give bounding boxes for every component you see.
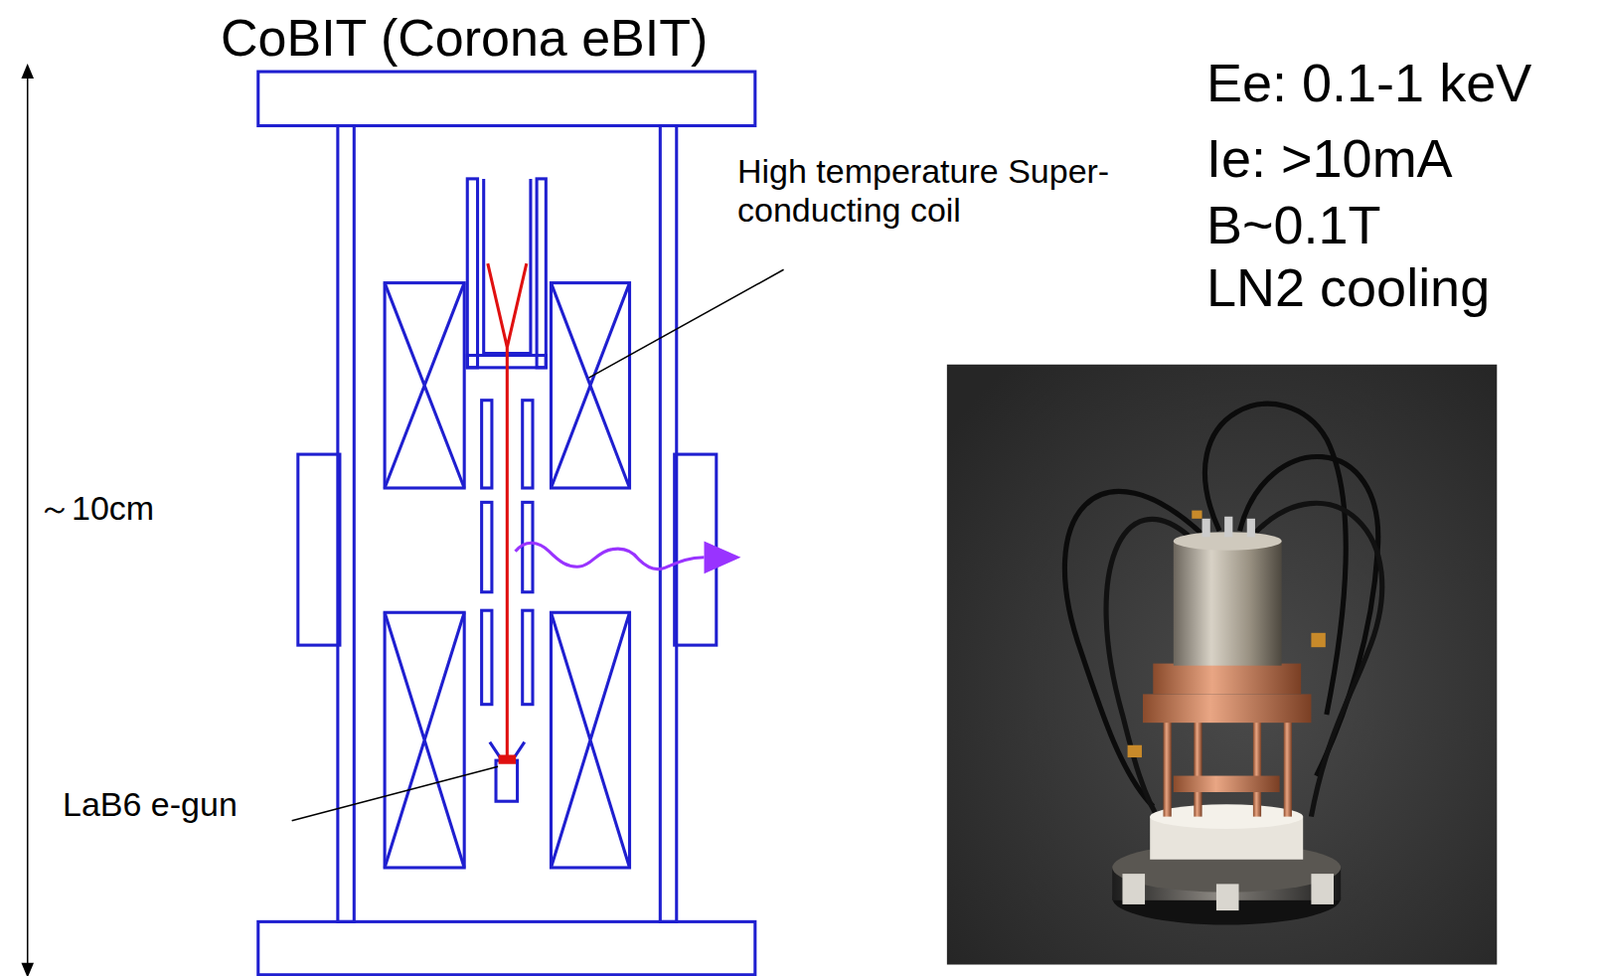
dimension-arrow <box>22 65 33 976</box>
housing <box>258 71 756 975</box>
part-label: High temperature Super-conducting coil <box>737 152 1175 230</box>
leader-lines <box>292 269 785 820</box>
diagram-title: CoBIT (Corona eBIT) <box>220 8 708 69</box>
spec-text: B~0.1T <box>1206 193 1382 256</box>
dimension-label: ～10cm <box>37 488 155 528</box>
spec-text: Ie: >10mA <box>1206 127 1453 189</box>
spec-text: LN2 cooling <box>1206 256 1490 319</box>
electron-beam <box>487 263 527 763</box>
photon-emission <box>515 540 742 574</box>
spec-text: Ee: 0.1-1 keV <box>1206 51 1532 114</box>
device-photo <box>947 364 1497 965</box>
part-label: LaB6 e-gun <box>62 785 238 824</box>
electrodes <box>467 178 546 801</box>
